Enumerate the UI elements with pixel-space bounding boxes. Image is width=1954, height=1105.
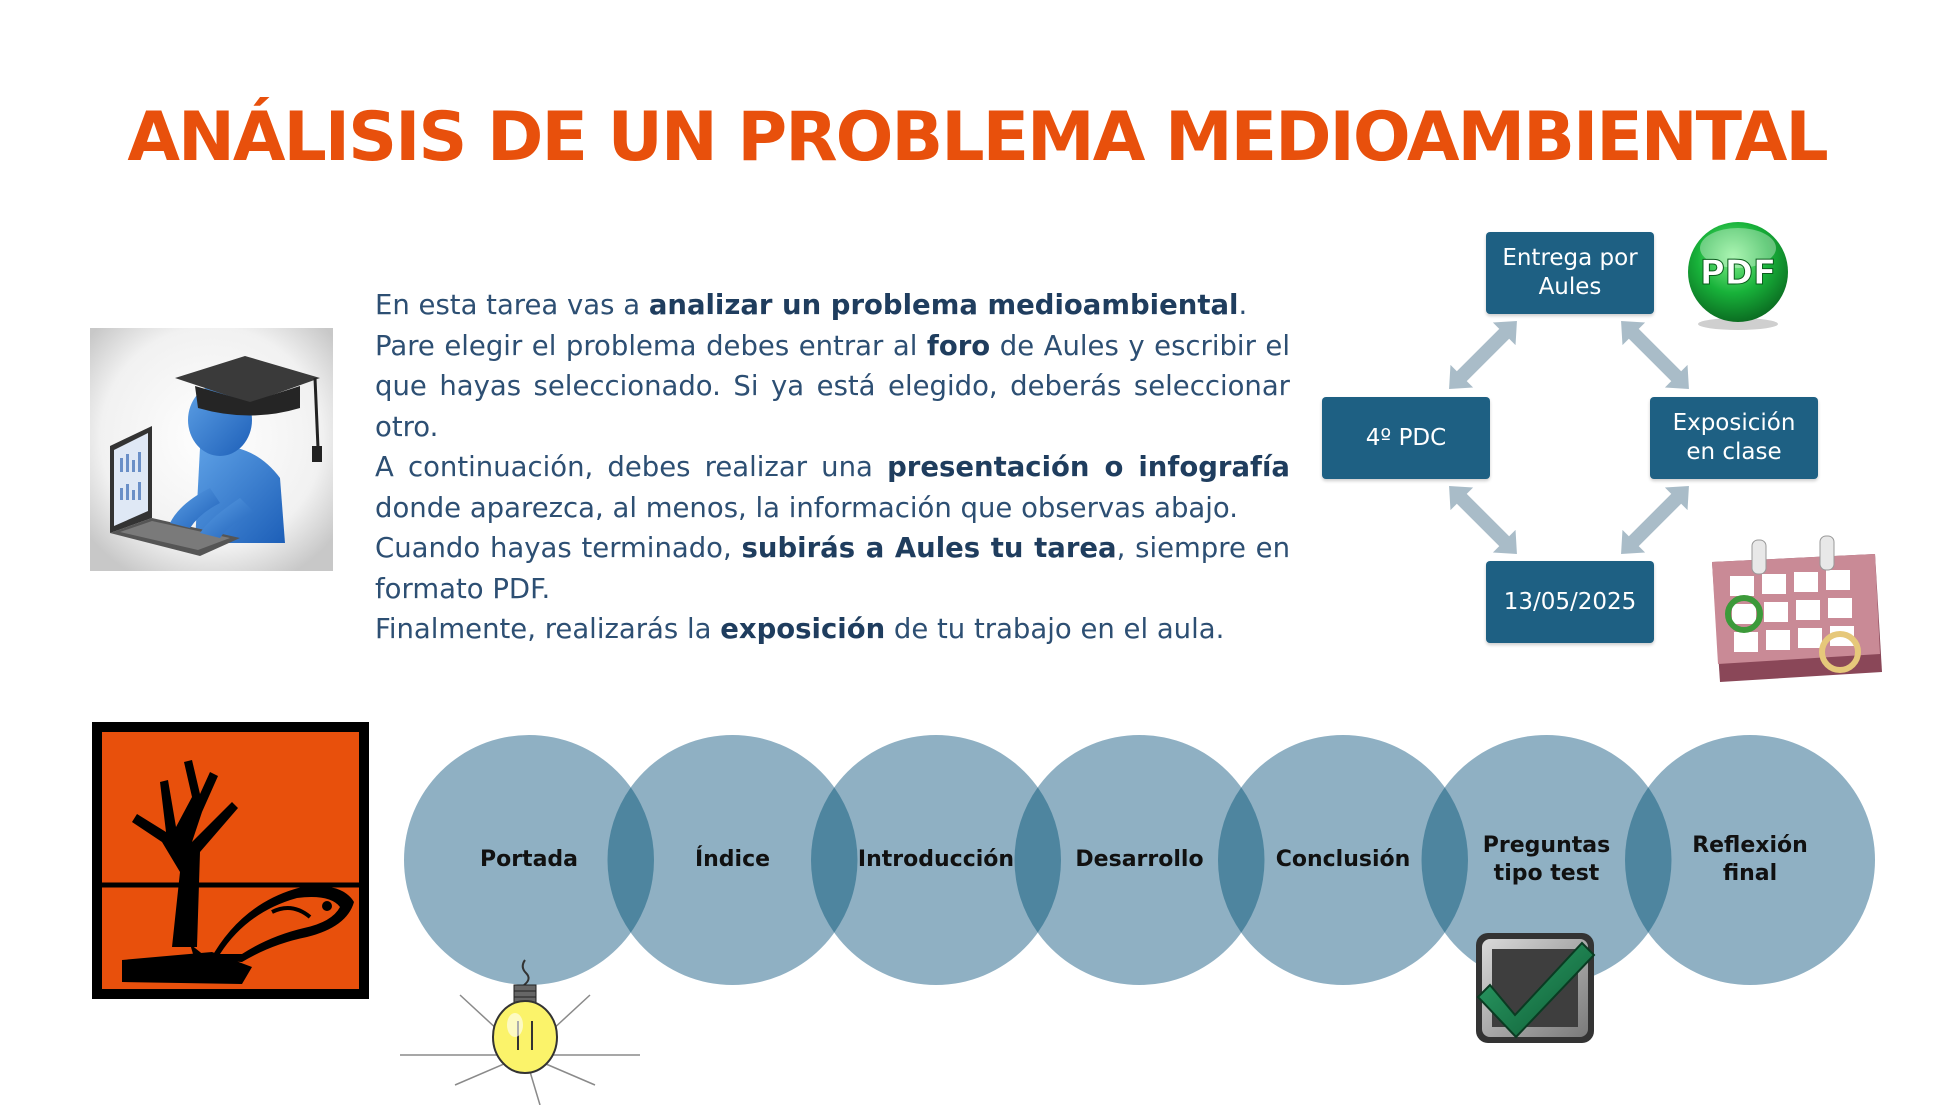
- steps-diagram: [404, 735, 1875, 985]
- step-circle: [1014, 735, 1265, 985]
- step-circle: [607, 735, 858, 985]
- checkbox-icon: [1476, 933, 1596, 1043]
- pdf-icon: PDF: [1688, 222, 1788, 330]
- cycle-box-pdc: 4º PDC: [1322, 397, 1490, 479]
- cycle-box-entrega: Entrega por Aules: [1486, 232, 1654, 314]
- svg-text:PDF: PDF: [1700, 253, 1776, 293]
- cycle-box-exposicion: Exposición en clase: [1650, 397, 1818, 479]
- step-label: Reflexión final: [1692, 833, 1808, 886]
- instruction-line-5: Finalmente, realizarás la exposición de …: [375, 613, 1225, 645]
- page-title: ANÁLISIS DE UN PROBLEMA MEDIOAMBIENTAL: [127, 98, 1828, 177]
- step-label: Portada: [479, 847, 579, 872]
- instruction-line-2: Pare elegir el problema debes entrar al …: [375, 329, 1290, 443]
- student-laptop-illustration: [90, 328, 333, 571]
- environmental-hazard-icon: [92, 722, 369, 999]
- calendar-icon: [1712, 535, 1882, 682]
- step-overlap: [1218, 787, 1265, 933]
- step-overlap: [811, 787, 858, 933]
- step-label: Desarrollo: [1075, 847, 1204, 872]
- step-label: Conclusión: [1275, 847, 1411, 872]
- step-circle: [811, 735, 1061, 985]
- step-overlap: [1625, 787, 1672, 933]
- light-bulb-icon: [400, 959, 640, 1105]
- step-overlap: [1421, 787, 1468, 933]
- step-label: Preguntas tipo test: [1482, 833, 1611, 886]
- instruction-line-4: Cuando hayas terminado, subirás a Aules …: [375, 532, 1290, 605]
- step-circle: [404, 735, 654, 985]
- instruction-line-1: En esta tarea vas a analizar un problema…: [375, 289, 1248, 321]
- instruction-line-3: A continuación, debes realizar una prese…: [375, 451, 1290, 524]
- cycle-box-fecha: 13/05/2025: [1486, 561, 1654, 643]
- instructions-text: En esta tarea vas a analizar un problema…: [375, 285, 1290, 650]
- step-overlap: [607, 787, 654, 933]
- cycle-arrows: [1449, 321, 1689, 554]
- step-overlap: [1014, 787, 1061, 933]
- step-label: Introducción: [857, 847, 1015, 872]
- step-circle: [1625, 735, 1875, 985]
- step-label: Índice: [694, 847, 771, 872]
- step-circle: [1218, 735, 1468, 985]
- step-circle: [1421, 735, 1672, 985]
